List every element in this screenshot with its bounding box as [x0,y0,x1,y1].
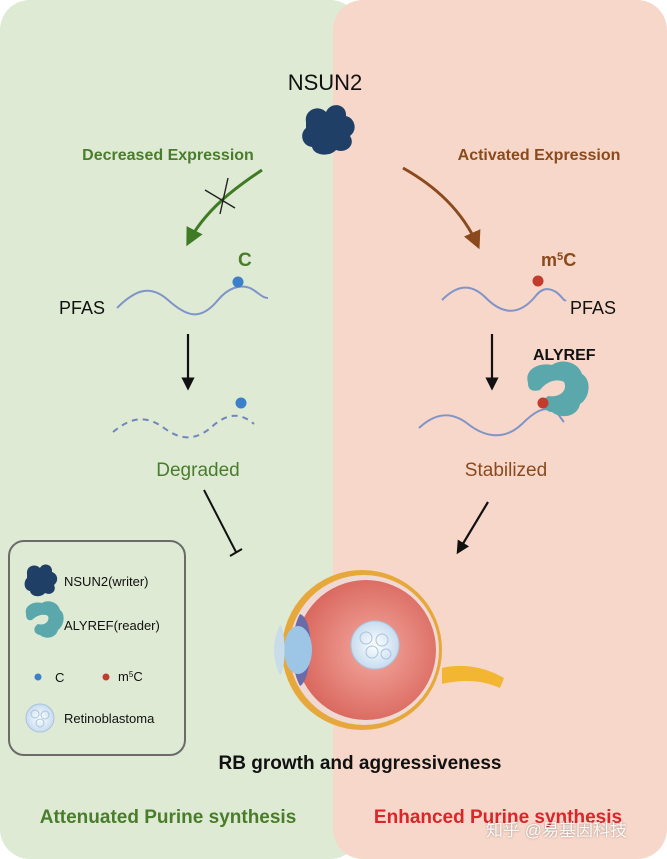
degraded-mrna-wave [112,414,255,439]
right-panel [333,0,667,859]
left-pfas-label: PFAS [59,298,106,318]
watermark: 知乎 @易基因科技 [486,821,627,840]
retinoblastoma-tumor [350,620,400,670]
legend-m5c-dot-icon [102,673,110,681]
eye-cross-section [274,570,504,730]
alyref-protein-icon [527,361,589,417]
inhibition-bar [229,548,243,557]
legend-alyref-label: ALYREF(reader) [64,618,160,633]
legend-c-label: C [55,670,65,685]
nsun2-protein-icon [302,105,355,155]
legend-alyref-icon [25,601,64,638]
alyref-label: ALYREF [533,347,596,364]
legend-nsun2-icon [24,564,58,597]
legend-retinoblastoma-label: Retinoblastoma [64,711,155,726]
activated-arrow [402,166,481,250]
degraded-label: Degraded [156,460,240,481]
decreased-expression-label: Decreased Expression [82,147,254,164]
left-mrna-wave [116,285,269,316]
m5c-dot-icon [532,275,544,287]
blocked-cross [204,177,236,215]
legend-retinoblastoma-icon [25,703,55,733]
promotion-arrow [456,501,489,555]
attenuated-footer: Attenuated Purine synthesis [39,807,297,828]
left-panel [0,0,360,859]
right-pfas-label: PFAS [570,298,617,318]
outcome-label: RB growth and aggressiveness [218,753,502,774]
legend-m5c-label: m5C [118,669,143,684]
decreased-arrow [186,168,263,247]
c-dot-icon [232,276,244,288]
activated-expression-label: Activated Expression [457,147,621,164]
stabilized-label: Stabilized [464,460,548,481]
inhibition-line [203,489,237,553]
c-modification-label: C [238,250,252,271]
legend-nsun2-label: NSUN2(writer) [64,574,149,589]
nsun2-label: NSUN2 [287,70,363,95]
legend-c-dot-icon [34,673,42,681]
enhanced-footer: Enhanced Purine synthesis [373,807,623,828]
legend-box [8,540,186,756]
degraded-c-dot-icon [235,397,247,409]
right-mrna-wave [441,286,567,312]
stabilized-m5c-dot-icon [537,397,549,409]
m5c-modification-label: m5C [541,250,577,270]
